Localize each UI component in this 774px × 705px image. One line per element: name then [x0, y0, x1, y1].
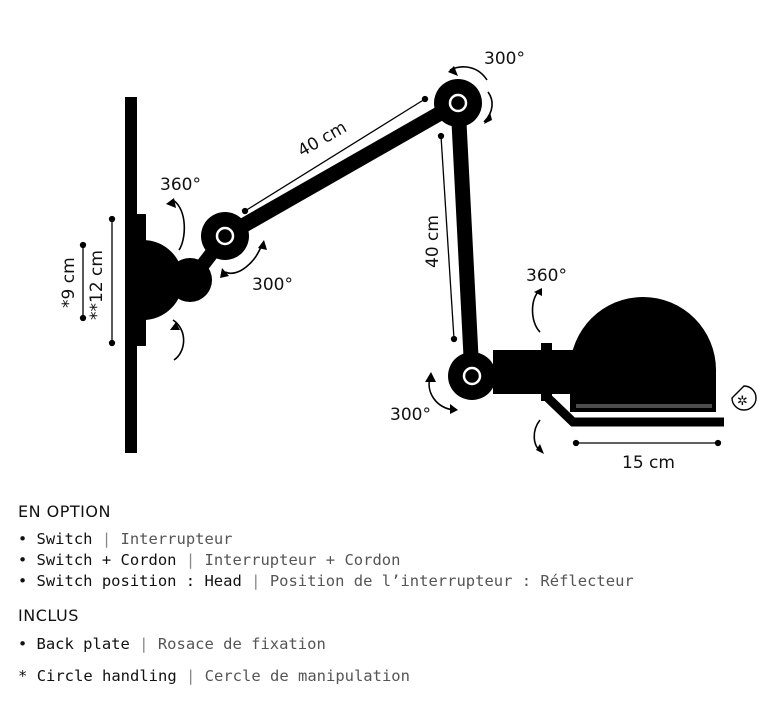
option-fr: Interrupteur — [120, 530, 233, 548]
head-connector — [493, 350, 575, 394]
arm-dimension-lines — [241, 95, 458, 343]
switch-ring — [541, 343, 552, 401]
option-en: Switch — [36, 530, 93, 548]
joint-top — [434, 79, 482, 127]
lamp-shade — [570, 297, 716, 412]
options-title: EN OPTION — [18, 502, 111, 521]
option-en: Switch + Cordon — [36, 551, 177, 569]
arm-upper — [221, 96, 462, 243]
separator: | — [241, 572, 270, 590]
base-mount — [143, 240, 183, 320]
arm-lower — [450, 102, 480, 377]
separator: | — [176, 667, 205, 685]
option-fr: Position de l’interrupteur : Réflecteur — [269, 572, 634, 590]
plate-dimension-lines — [79, 215, 116, 347]
option-item: • Switch | Interrupteur — [18, 530, 232, 548]
shade-dimension-line — [572, 439, 722, 447]
footnote: * Circle handling | Cercle de manipulati… — [18, 667, 410, 685]
separator: | — [176, 551, 205, 569]
included-fr: Rosace de fixation — [157, 635, 326, 653]
bullet: • — [18, 635, 28, 653]
label-plate-large: **12 cm — [87, 250, 107, 320]
label-rotation-base: 360° — [160, 175, 201, 195]
option-item: • Switch position : Head | Position de l… — [18, 572, 634, 590]
included-item: • Back plate | Rosace de fixation — [18, 635, 326, 653]
joint-bottom — [448, 352, 496, 400]
option-item: • Switch + Cordon | Interrupteur + Cordo… — [18, 551, 400, 569]
label-rotation-top: 300° — [484, 49, 525, 69]
label-rotation-head: 360° — [526, 266, 567, 286]
included-title: INCLUS — [18, 606, 79, 625]
included-en: Back plate — [36, 635, 130, 653]
separator: | — [129, 635, 158, 653]
label-rotation-lower-elbow: 300° — [252, 275, 293, 295]
bulb-icon: ✲ — [731, 385, 757, 411]
lamp-diagram: 40 cm 40 cm 15 cm *9 cm **12 cm 360° 300… — [59, 49, 757, 473]
bullet: • — [18, 551, 28, 569]
label-plate-small: *9 cm — [59, 257, 79, 308]
bullet: • — [18, 530, 28, 548]
wall-plate — [125, 97, 137, 453]
label-arm-upper-length: 40 cm — [295, 118, 351, 162]
separator: | — [92, 530, 121, 548]
joint-lower-elbow — [201, 212, 249, 260]
svg-text:✲: ✲ — [737, 394, 748, 409]
rotation-arrows — [166, 66, 544, 454]
bullet: • — [18, 572, 28, 590]
option-en: Switch position : Head — [36, 572, 242, 590]
footnote-mark: * — [18, 667, 28, 685]
shade-highlight — [576, 404, 712, 408]
label-shade-length: 15 cm — [622, 453, 675, 473]
label-rotation-bottom: 300° — [390, 405, 431, 425]
option-fr: Interrupteur + Cordon — [204, 551, 401, 569]
base-backing — [137, 214, 146, 346]
footnote-en: Circle handling — [36, 667, 177, 685]
footnote-fr: Cercle de manipulation — [204, 667, 410, 685]
label-arm-lower-length: 40 cm — [423, 215, 443, 268]
head-bracket — [544, 394, 724, 427]
